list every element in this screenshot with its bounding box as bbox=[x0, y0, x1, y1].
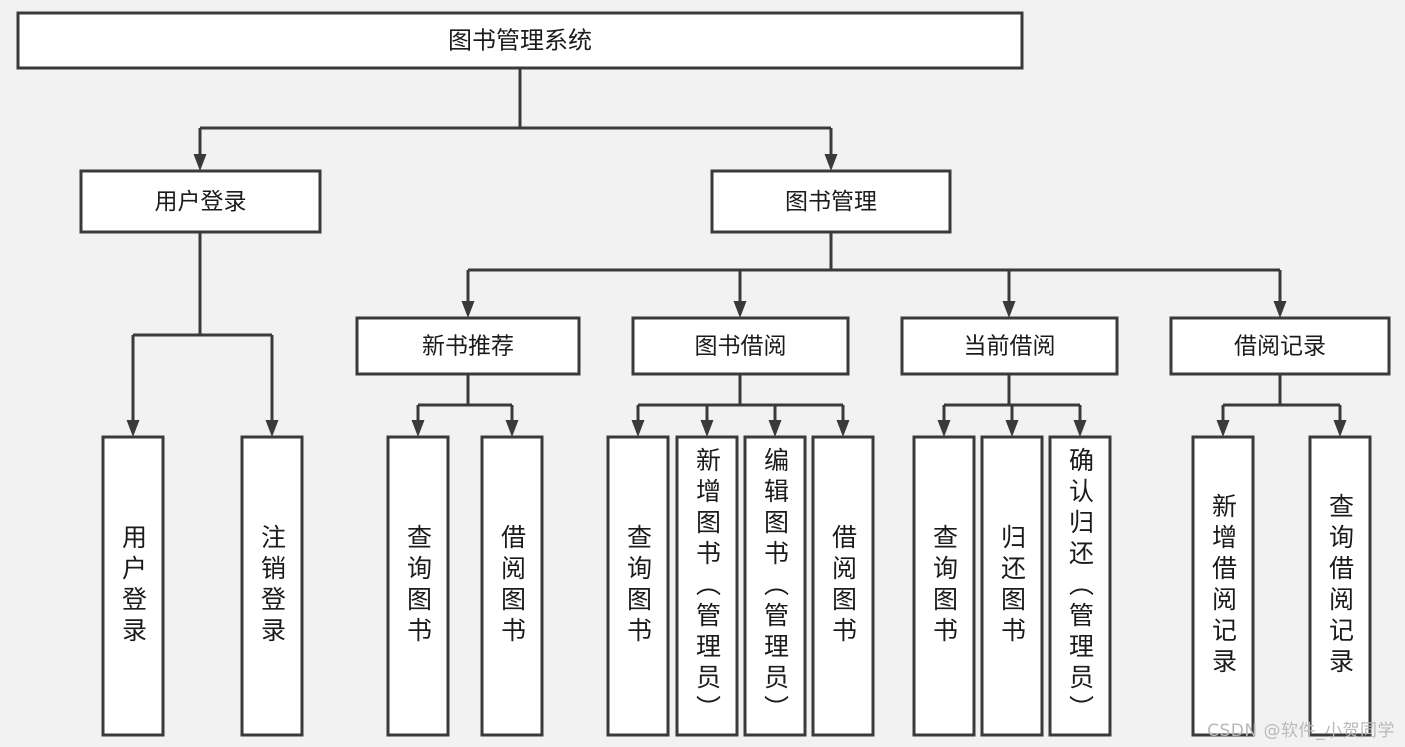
level2-node-2-box[interactable] bbox=[710, 169, 952, 234]
login-to-l2-arrow-icon bbox=[265, 420, 279, 437]
leaf-node-8-box[interactable] bbox=[811, 435, 875, 737]
borrow-to-l1-arrow-icon bbox=[631, 420, 645, 437]
leaf-node-4-box[interactable] bbox=[480, 435, 544, 737]
borrow-to-l4-arrow-icon bbox=[836, 420, 850, 437]
level3-node-4-label: 借阅记录 bbox=[1234, 334, 1326, 360]
node-box-layer bbox=[16, 11, 1391, 737]
leaf-node-10-box[interactable] bbox=[980, 435, 1044, 737]
record-to-l2-arrow-icon bbox=[1333, 420, 1347, 437]
level3-node-4-box[interactable] bbox=[1169, 316, 1391, 376]
level2-node-2-label: 图书管理 bbox=[785, 189, 877, 215]
level3-node-3-box[interactable] bbox=[900, 316, 1119, 376]
leaf-node-12-box[interactable] bbox=[1191, 435, 1255, 737]
leaf-node-9-box[interactable] bbox=[912, 435, 976, 737]
root-to-books-arrow-icon bbox=[824, 154, 838, 171]
login-to-l1-arrow-icon bbox=[126, 420, 140, 437]
borrow-to-l3-arrow-icon bbox=[768, 420, 782, 437]
books-to-n3-arrow-icon bbox=[1002, 301, 1016, 318]
leaf-node-6-box[interactable] bbox=[675, 435, 739, 737]
watermark: CSDN @软件_小贺同学 bbox=[1207, 721, 1395, 741]
current-to-l1-arrow-icon bbox=[937, 420, 951, 437]
root-node-box[interactable] bbox=[16, 11, 1024, 70]
books-to-n2-arrow-icon bbox=[733, 301, 747, 318]
new-to-l2-arrow-icon bbox=[505, 420, 519, 437]
level3-node-1-box[interactable] bbox=[355, 316, 581, 376]
level2-node-1-label: 用户登录 bbox=[155, 189, 247, 215]
books-to-n4-arrow-icon bbox=[1273, 301, 1287, 318]
connector-layer bbox=[126, 68, 1347, 437]
leaf-node-2-box[interactable] bbox=[240, 435, 304, 737]
leaf-node-3-box[interactable] bbox=[386, 435, 450, 737]
level3-node-2-box[interactable] bbox=[631, 316, 850, 376]
root-node-label: 图书管理系统 bbox=[448, 27, 592, 55]
current-to-l3-arrow-icon bbox=[1073, 420, 1087, 437]
root-to-login-arrow-icon bbox=[193, 154, 207, 171]
level3-node-3-label: 当前借阅 bbox=[964, 334, 1056, 360]
record-to-l1-arrow-icon bbox=[1216, 420, 1230, 437]
leaf-node-5-box[interactable] bbox=[606, 435, 670, 737]
leaf-node-13-box[interactable] bbox=[1308, 435, 1372, 737]
books-to-n1-arrow-icon bbox=[461, 301, 475, 318]
borrow-to-l2-arrow-icon bbox=[700, 420, 714, 437]
leaf-node-11-box[interactable] bbox=[1048, 435, 1112, 737]
current-to-l2-arrow-icon bbox=[1005, 420, 1019, 437]
new-to-l1-arrow-icon bbox=[411, 420, 425, 437]
level3-node-1-label: 新书推荐 bbox=[422, 334, 514, 360]
leaf-node-1-box[interactable] bbox=[101, 435, 165, 737]
level2-node-1-box[interactable] bbox=[79, 169, 322, 234]
level3-node-2-label: 图书借阅 bbox=[695, 334, 787, 360]
leaf-node-7-box[interactable] bbox=[743, 435, 807, 737]
